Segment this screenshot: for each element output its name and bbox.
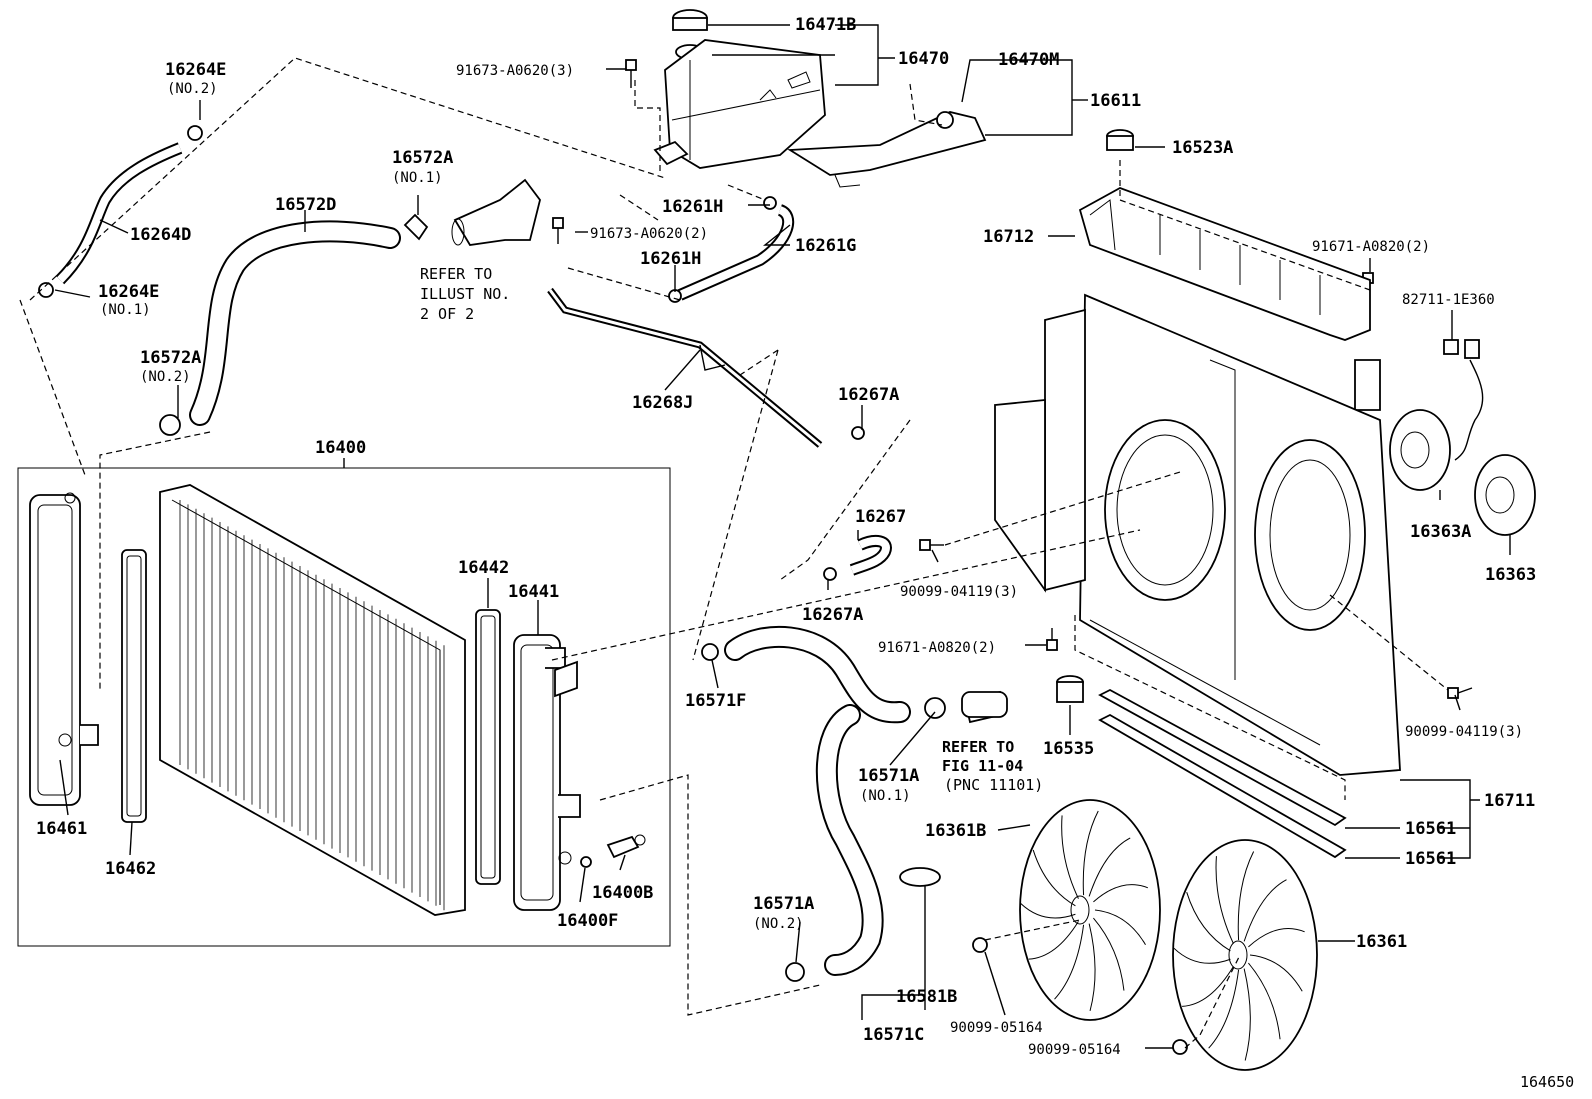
label-16572A-no2: 16572A [140,348,201,368]
part-labels: 16471B 16470 16470M 16611 91673-A0620(3)… [36,15,1574,1091]
label-90099-04119-3-a: 90099-04119(3) [900,584,1018,600]
reserve-tank [653,9,826,169]
label-16561-b: 16561 [1405,849,1456,869]
label-16535: 16535 [1043,739,1094,759]
label-16561-a: 16561 [1405,819,1456,839]
label-91673-A0620-3: 91673-A0620(3) [456,63,574,79]
label-16571C: 16571C [863,1025,924,1045]
label-16471B: 16471B [795,15,856,35]
radiator-gasket-left [121,549,147,823]
label-16264E-no1: 16264E [98,282,159,302]
label-16442: 16442 [458,558,509,578]
reserve-tank-bracket [787,111,987,188]
label-16400: 16400 [315,438,366,458]
label-16264E-no2: 16264E [165,60,226,80]
label-16581B: 16581B [896,987,957,1007]
label-16400B: 16400B [592,883,653,903]
label-16261H-b: 16261H [640,249,701,269]
water-outlet [451,178,541,246]
label-16571A-no2: 16571A [753,894,814,914]
note-refer-illust-1: REFER TO [420,265,492,283]
diagram-id: 164650 [1520,1073,1574,1091]
label-16523A: 16523A [1172,138,1233,158]
label-16267: 16267 [855,507,906,527]
label-16261H-a: 16261H [662,197,723,217]
label-91671-A0820-2-top: 91671-A0820(2) [1312,239,1430,255]
label-90099-04119-3-b: 90099-04119(3) [1405,724,1523,740]
label-16363: 16363 [1485,565,1536,585]
label-91671-A0820-2-b: 91671-A0820(2) [878,640,996,656]
grommet-16535 [1056,675,1084,703]
label-16572A-no1-sub: (NO.1) [392,170,443,186]
label-16461: 16461 [36,819,87,839]
drain-o-ring [580,856,592,868]
fan-shroud [994,293,1401,776]
label-16361: 16361 [1356,932,1407,952]
label-16361B: 16361B [925,821,986,841]
label-16611: 16611 [1090,91,1141,111]
radiator-core [159,484,466,916]
label-16572D: 16572D [275,195,336,215]
fan-motor-16363A [1389,409,1451,491]
label-16470M: 16470M [998,50,1059,70]
drain-cock [606,834,646,859]
label-16571A-no1: 16571A [858,766,919,786]
upper-support-16712 [1078,187,1381,411]
note-refer-fig-1: REFER TO [942,738,1014,756]
label-16363A: 16363A [1410,522,1471,542]
label-16400F: 16400F [557,911,618,931]
label-16267A-b: 16267A [802,605,863,625]
label-16441: 16441 [508,582,559,602]
label-82711-1E360: 82711-1E360 [1402,292,1495,308]
label-16711: 16711 [1484,791,1535,811]
note-refer-illust-2: ILLUST NO. [420,285,510,303]
fan-motor-16363 [1474,454,1536,536]
label-16572A-no1: 16572A [392,148,453,168]
leader-lines [54,24,1511,1049]
label-16264D: 16264D [130,225,191,245]
radiator-right-tank [513,634,581,911]
hose-end-16572 [961,691,1008,718]
dashed-guides [19,57,1449,1049]
label-16712: 16712 [983,227,1034,247]
fan-16361 [1172,839,1318,1071]
note-refer-illust-3: 2 OF 2 [420,305,474,323]
label-16571A-no2-sub: (NO.2) [753,916,804,932]
radiator-gasket-right [475,609,501,885]
label-16267A-a: 16267A [838,385,899,405]
connector-82711 [1443,339,1459,355]
label-16470: 16470 [898,49,949,69]
label-16264E-no2-sub: (NO.2) [167,81,218,97]
label-16572A-no2-sub: (NO.2) [140,369,191,385]
label-16264E-no1-sub: (NO.1) [100,302,151,318]
label-16462: 16462 [105,859,156,879]
note-refer-fig-2: FIG 11-04 [942,757,1023,775]
seal-strips [1098,688,1347,859]
radiator-left-tank [29,492,99,806]
label-16571A-no1-sub: (NO.1) [860,788,911,804]
label-90099-05164-b: 90099-05164 [1028,1042,1121,1058]
label-91673-A0620-2: 91673-A0620(2) [590,226,708,242]
label-16571F: 16571F [685,691,746,711]
note-refer-fig-3: (PNC 11101) [944,776,1043,794]
label-16261G: 16261G [795,236,856,256]
label-90099-05164-a: 90099-05164 [950,1020,1043,1036]
fan-16361B [1019,799,1161,1021]
label-16268J: 16268J [632,393,693,413]
fan-shroud-cap [1106,129,1134,151]
